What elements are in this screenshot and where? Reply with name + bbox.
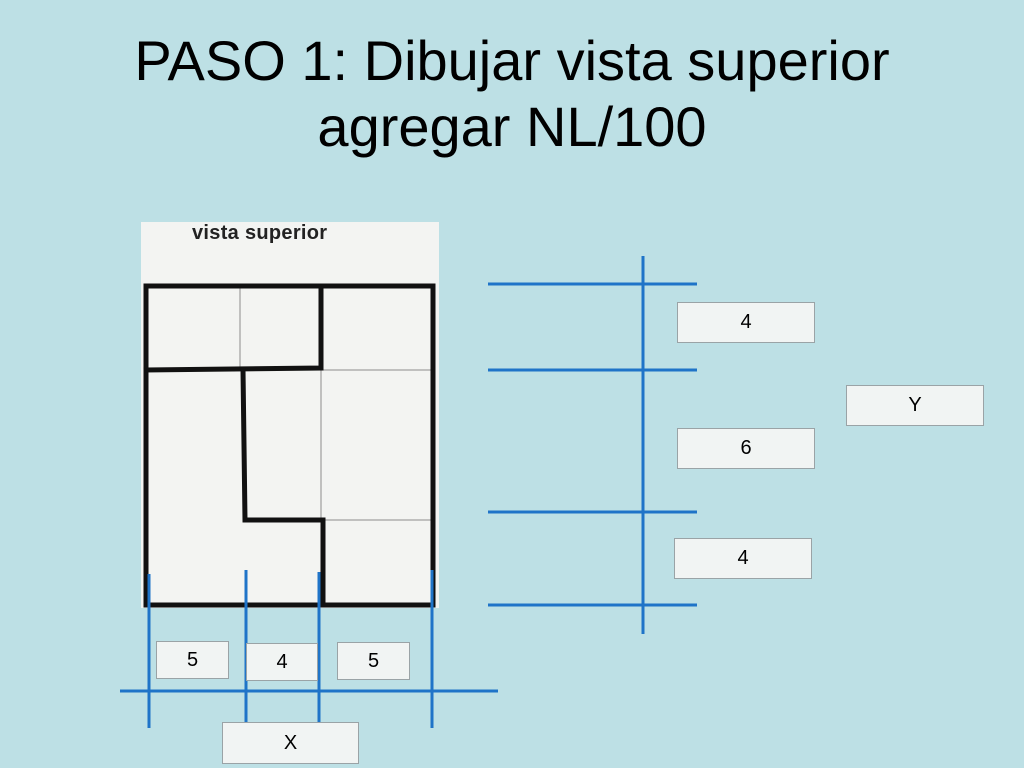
slide-title: PASO 1: Dibujar vista superior agregar N… [0,28,1024,160]
x-segment-label-3: 5 [337,642,410,680]
y-segment-label-1: 4 [677,302,815,343]
inner-top-outline [143,283,324,373]
title-line-2: agregar NL/100 [317,95,707,158]
y-segment-label-3: 4 [674,538,812,579]
y-dimension-lines [488,256,697,634]
x-dimension-lines [120,570,498,728]
x-segment-label-2: 4 [246,643,318,681]
x-segment-label-1: 5 [156,641,229,679]
drawing-thin-lines [239,286,434,521]
outer-outline [143,283,436,608]
y-axis-label: Y [846,385,984,426]
x-axis-label: X [222,722,359,764]
drawing-thick-lines [143,283,436,608]
inner-middle-outline [240,367,326,608]
drawing-caption: vista superior [192,222,328,244]
y-segment-label-2: 6 [677,428,815,469]
drawing-paper [141,222,439,608]
title-line-1: PASO 1: Dibujar vista superior [134,29,890,92]
